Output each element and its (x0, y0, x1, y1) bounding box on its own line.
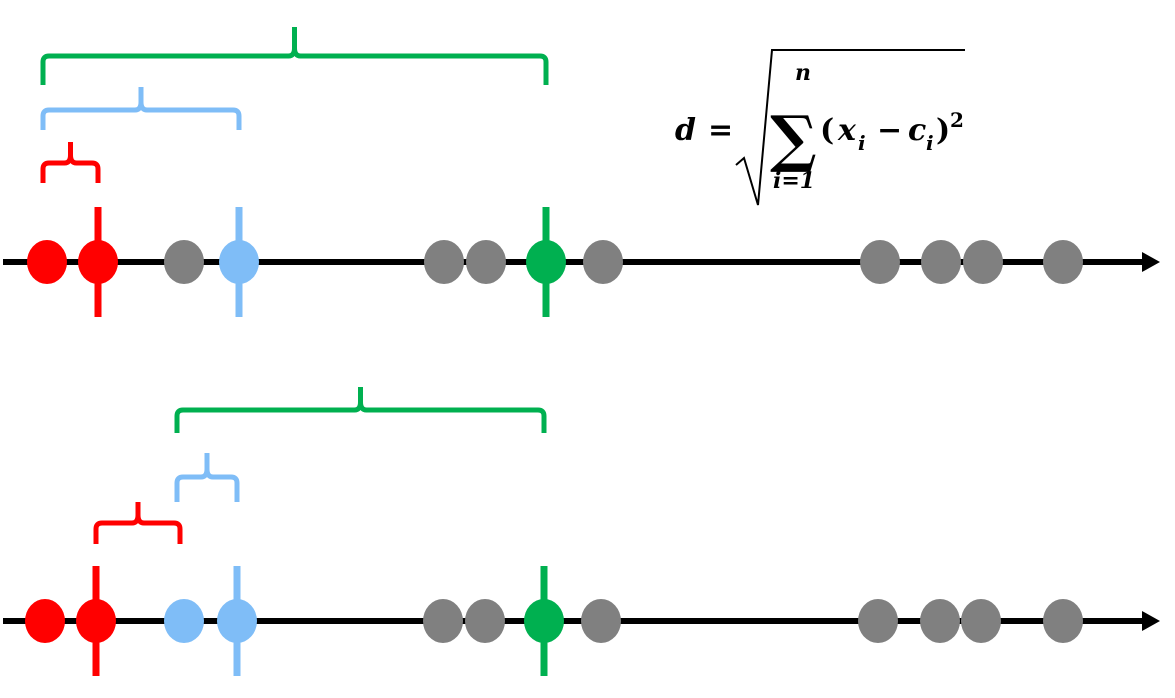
data-point-gray (963, 240, 1003, 284)
data-point-gray (424, 240, 464, 284)
axis-arrow-icon (1142, 252, 1160, 272)
formula-c: c (908, 113, 926, 148)
data-point-gray (858, 599, 898, 643)
distance-bracket-red (40, 142, 101, 183)
formula-close-paren: ) (936, 113, 950, 148)
data-point-gray (1043, 240, 1083, 284)
sum-lower-limit: i=1 (773, 168, 815, 194)
formula-lhs: d (675, 113, 696, 148)
distance-bracket-blue (174, 453, 240, 502)
distance-bracket-blue (40, 87, 242, 130)
formula-open-paren: ( (820, 113, 834, 148)
distance-formula: d = n ∑ i=1 ( x i − c i ) 2 (675, 49, 965, 206)
data-point-gray (860, 240, 900, 284)
data-point-red (27, 240, 67, 284)
data-point-gray (583, 240, 623, 284)
data-point-gray (423, 599, 463, 643)
data-point-gray (921, 240, 961, 284)
formula-minus: − (877, 113, 902, 148)
axes-layer (3, 27, 1160, 676)
data-point-gray (465, 599, 505, 643)
formula-x-sub: i (858, 131, 866, 155)
sum-symbol: ∑ (770, 102, 817, 175)
formula-c-sub: i (926, 131, 934, 155)
data-point-blue (219, 240, 259, 284)
data-point-red (25, 599, 65, 643)
data-point-blue (217, 599, 257, 643)
axis-arrow-icon (1142, 611, 1160, 631)
axis-row-top (3, 27, 1160, 317)
formula-exponent: 2 (950, 108, 964, 132)
sum-upper-limit: n (795, 60, 811, 86)
formula-equals: = (708, 113, 733, 148)
distance-bracket-green (40, 27, 549, 85)
data-point-gray (961, 599, 1001, 643)
data-point-green (526, 240, 566, 284)
data-point-gray (164, 240, 204, 284)
formula-x: x (837, 113, 857, 148)
distance-bracket-red (93, 502, 183, 544)
data-point-gray (581, 599, 621, 643)
data-point-gray (466, 240, 506, 284)
axis-row-bottom (3, 387, 1160, 676)
data-point-gray (1043, 599, 1083, 643)
data-point-gray (920, 599, 960, 643)
data-point-green (524, 599, 564, 643)
data-point-red (76, 599, 116, 643)
data-point-blue (164, 599, 204, 643)
radical-sign (735, 49, 965, 206)
distance-bracket-green (174, 387, 547, 433)
data-point-red (78, 240, 118, 284)
